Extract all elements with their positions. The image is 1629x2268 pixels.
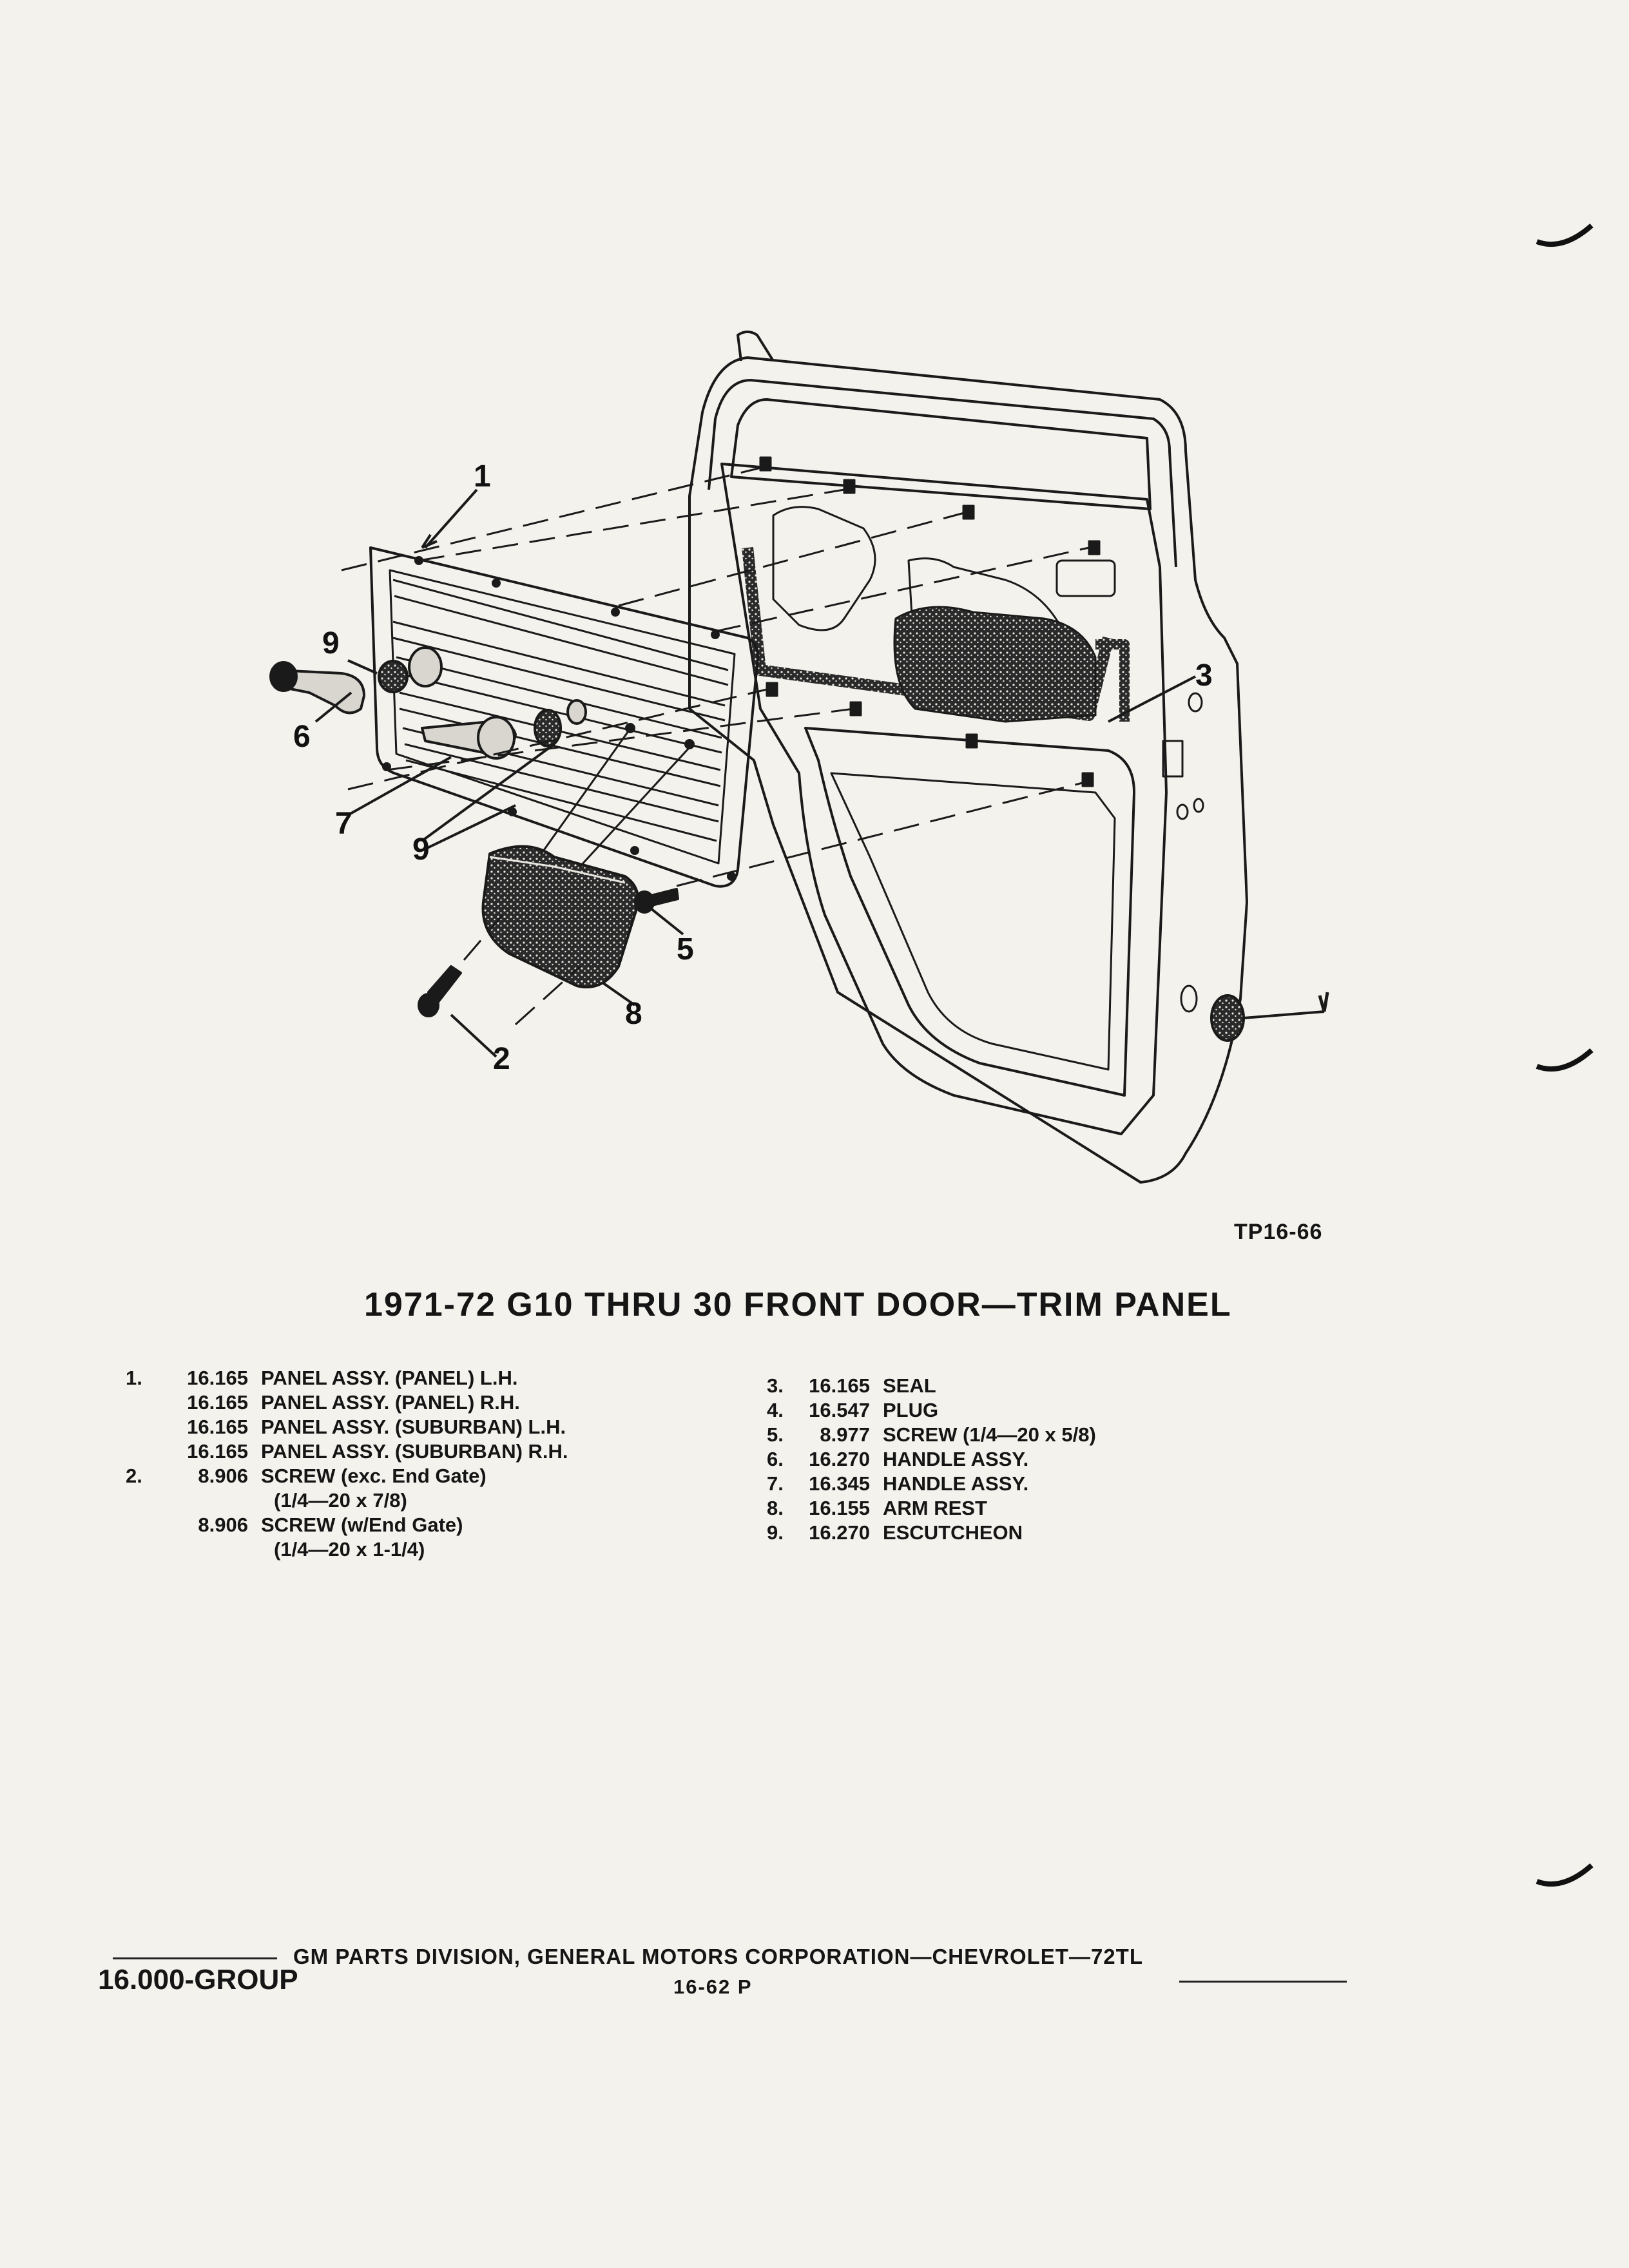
callout-9-lower: 9 (412, 832, 430, 867)
callout-5: 5 (677, 932, 694, 966)
binder-hole-mark-1 (1536, 224, 1594, 247)
screw-5 (650, 888, 679, 907)
binder-hole-mark-3 (1536, 1863, 1594, 1887)
figure-code: TP16-66 (1234, 1220, 1323, 1244)
page-number: 16-62 P (673, 1975, 753, 1998)
callout-1: 1 (474, 459, 491, 494)
callout-2: 2 (493, 1042, 510, 1076)
door-frame-outline (688, 356, 1248, 1184)
arm-rest-part (481, 845, 639, 988)
binder-hole-mark-2 (1536, 1048, 1594, 1072)
footer-rule-right (1179, 1981, 1347, 1983)
footer-group: 16.000-GROUP (98, 1964, 298, 1995)
trim-panel-outline (369, 546, 759, 888)
plug-part (1210, 994, 1245, 1042)
footer-rule-left (113, 1957, 277, 1959)
list-item: (1/4—20 x 7/8) (274, 1489, 407, 1512)
page-title: 1971-72 G10 THRU 30 FRONT DOOR—TRIM PANE… (364, 1286, 1232, 1323)
door-trim-exploded-diagram (269, 331, 1329, 1184)
callout-7: 7 (335, 807, 352, 841)
callout-8: 8 (625, 997, 642, 1031)
callout-3: 3 (1195, 658, 1213, 693)
list-item: (1/4—20 x 1-1/4) (274, 1538, 425, 1561)
callout-6: 6 (293, 720, 311, 754)
footer-publisher: GM PARTS DIVISION, GENERAL MOTORS CORPOR… (293, 1945, 1143, 1968)
door-inner-panel (720, 463, 1168, 1135)
callout-9-upper: 9 (322, 626, 340, 660)
